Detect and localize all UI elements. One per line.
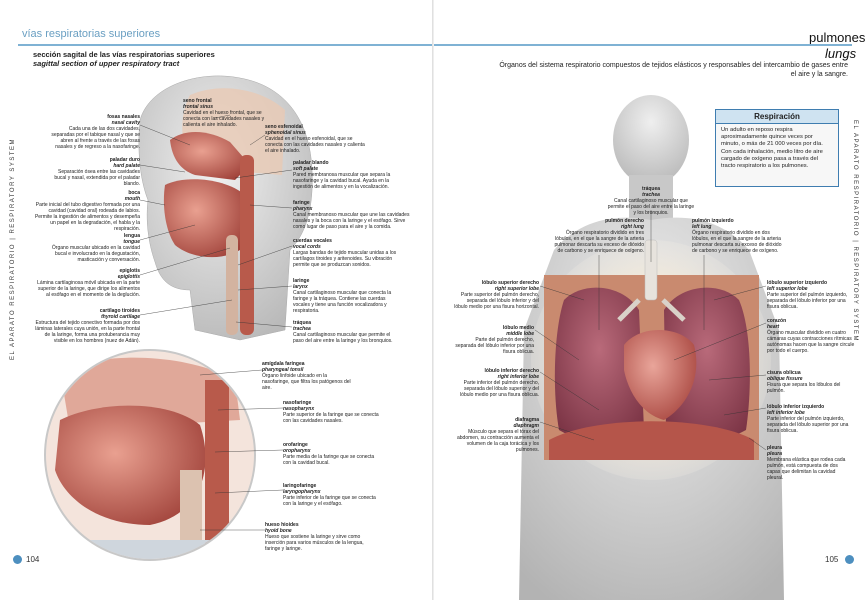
figure-title-es: sección sagital de las vías respiratoria… — [33, 50, 215, 59]
page-number: 105 — [825, 555, 839, 564]
page-subtitle: Órganos del sistema respiratorio compues… — [499, 62, 848, 78]
right-leader-lines — [534, 210, 767, 451]
book-gutter — [432, 0, 434, 600]
page-marker-dot — [13, 555, 22, 564]
info-box-text: Un adulto en reposo respira aproximadame… — [721, 127, 823, 170]
page-number: 104 — [26, 555, 40, 564]
pharynx-inset-illustration — [44, 349, 256, 561]
section-header: vías respiratorias superiores — [22, 28, 161, 40]
left-leader-lines — [139, 114, 293, 531]
header-rule — [434, 44, 852, 46]
info-box-heading: Respiración — [716, 110, 838, 124]
page-marker-dot — [845, 555, 854, 564]
right-page: pulmones lungs Órganos del sistema respi… — [434, 0, 867, 600]
header-rule — [18, 44, 433, 46]
respiration-info-box: Respiración Un adulto en reposo respira … — [715, 109, 839, 187]
page-title-en: lungs — [825, 46, 857, 61]
page-title-es: pulmones — [809, 30, 866, 45]
left-page: vías respiratorias superiores EL APARATO… — [0, 0, 433, 600]
figure-title-en: sagittal section of upper respiratory tr… — [33, 59, 180, 68]
